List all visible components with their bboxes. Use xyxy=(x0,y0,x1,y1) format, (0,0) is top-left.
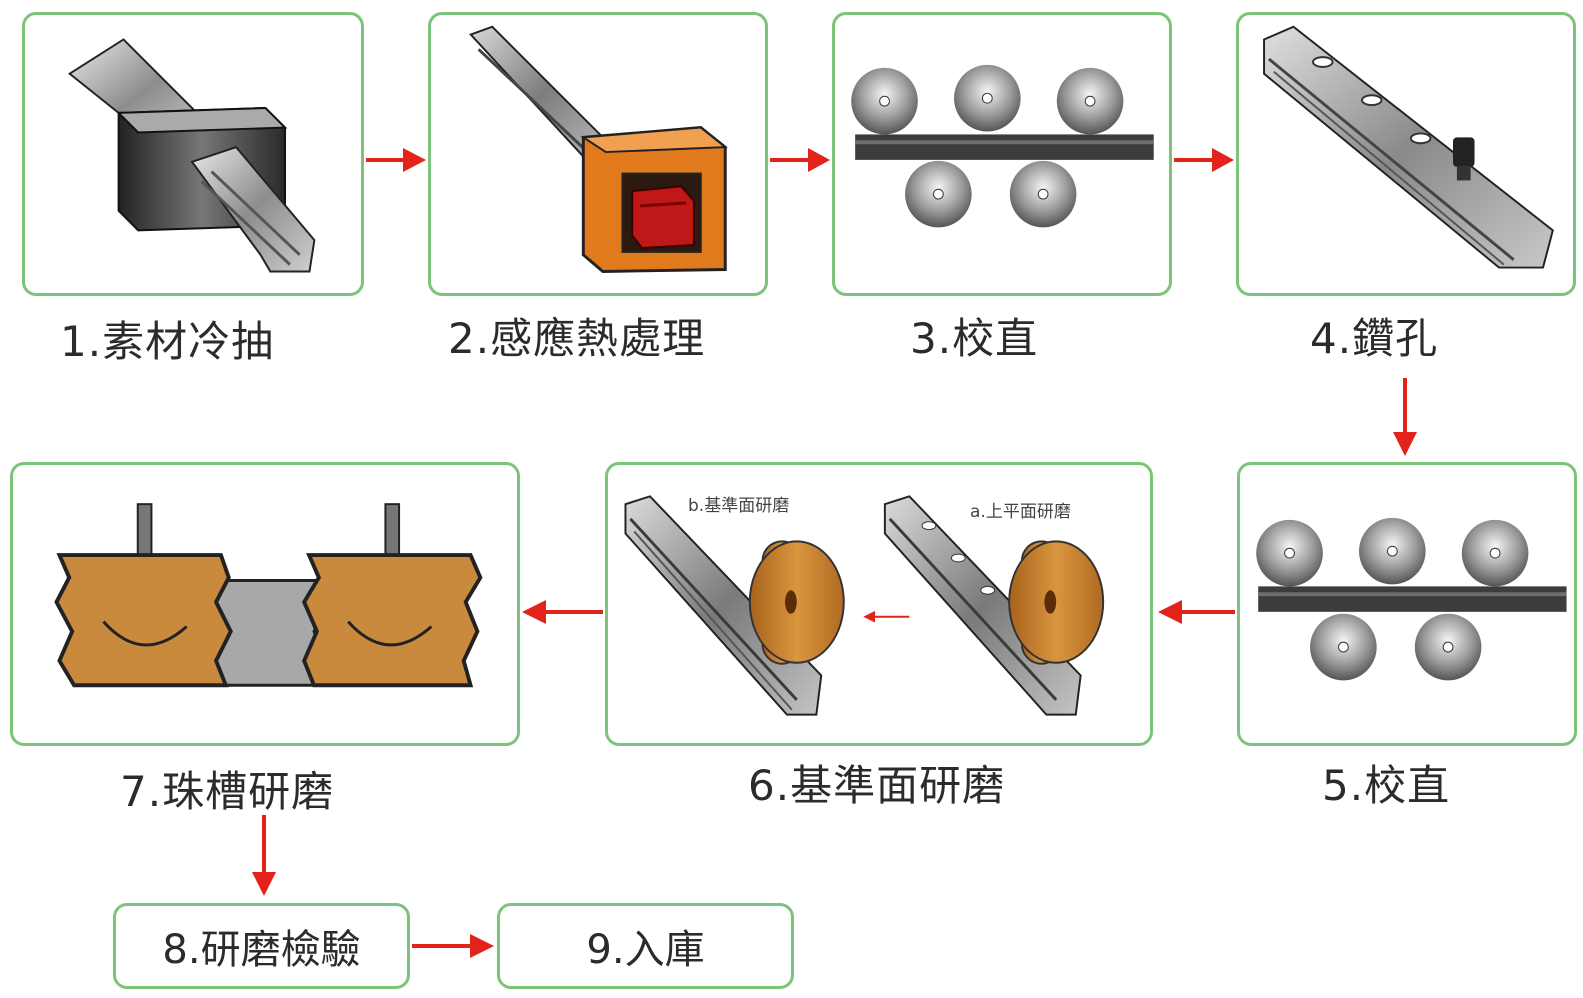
arrow-5-6-head xyxy=(1158,600,1182,624)
arrow-2-3-head xyxy=(808,148,830,172)
step-3-box xyxy=(832,12,1172,296)
cold-drawing-illustration xyxy=(67,38,316,273)
step-2-box xyxy=(428,12,768,296)
step-5-box xyxy=(1237,462,1577,746)
step-9-label: 9.入庫 xyxy=(586,927,705,973)
groove-grinding-illustration xyxy=(54,503,483,688)
step-8-label: 8.研磨檢驗 xyxy=(162,927,361,973)
arrow-7-8-head xyxy=(252,872,276,896)
step-3-label: 3.校直 xyxy=(910,314,1039,363)
step-4-label: 4.鑽孔 xyxy=(1310,314,1439,363)
arrow-1-2-head xyxy=(403,148,426,172)
induction-heating-illustration xyxy=(469,25,728,273)
straightening-illustration-2 xyxy=(1256,517,1567,681)
step-8-box: 8.研磨檢驗 xyxy=(113,903,410,989)
step-7-label: 7.珠槽研磨 xyxy=(120,767,335,816)
step-5-label: 5.校直 xyxy=(1322,761,1451,810)
step-1-box xyxy=(22,12,364,296)
arrow-3-4-head xyxy=(1212,148,1234,172)
arrow-8-9-head xyxy=(470,934,494,958)
step-6a-label: a.上平面研磨 xyxy=(970,502,1071,522)
straightening-illustration xyxy=(851,64,1154,228)
step-1-label: 1.素材冷抽 xyxy=(60,317,275,366)
step-6-box: b.基準面研磨 a.上平面研磨 xyxy=(605,462,1153,746)
arrow-4-5-head xyxy=(1393,432,1417,456)
arrow-6-7-head xyxy=(522,600,546,624)
step-7-box xyxy=(10,462,520,746)
step-6b-label: b.基準面研磨 xyxy=(688,496,790,516)
step-6-label: 6.基準面研磨 xyxy=(748,761,1006,810)
step-2-label: 2.感應熱處理 xyxy=(448,314,706,363)
surface-grinding-illustration xyxy=(624,495,1105,716)
step-4-box xyxy=(1236,12,1576,296)
step-9-box: 9.入庫 xyxy=(497,903,794,989)
drilling-illustration xyxy=(1263,25,1554,269)
